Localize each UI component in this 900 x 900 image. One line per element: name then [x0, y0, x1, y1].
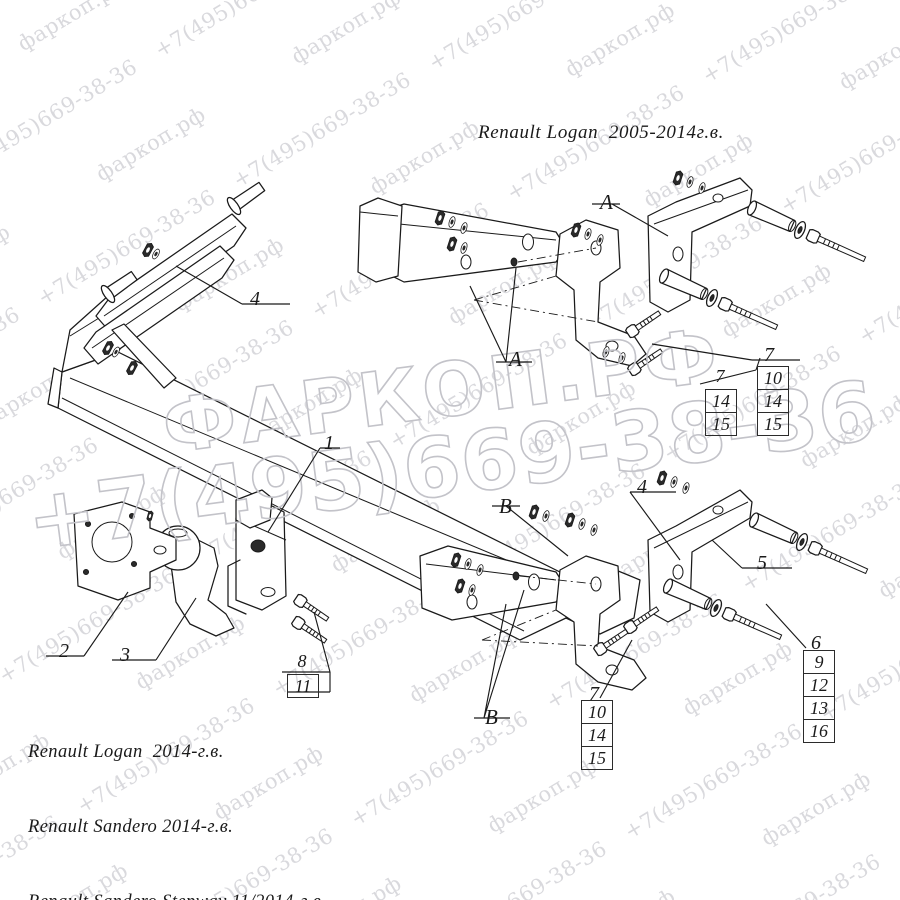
model-line-1: Renault Logan 2014-г.в. — [28, 742, 224, 762]
part-cell: 10 — [582, 700, 612, 723]
part-cell: 10 — [764, 367, 782, 388]
part-table-top-left: 14 15 — [705, 389, 737, 436]
lower-right-mounting-brackets — [290, 469, 870, 691]
model-line-2: Renault Sandero 2014-г.в. — [28, 817, 234, 837]
ball-mount-gusset — [227, 489, 273, 615]
part-cell: 15 — [758, 412, 788, 435]
upper-right-mounting-brackets — [357, 169, 868, 378]
callout-5: 5 — [757, 552, 767, 574]
tow-ball-assembly — [155, 503, 287, 637]
section-mark-a-top: A — [600, 190, 613, 214]
part-cell: 15 — [706, 412, 736, 435]
part-cell: 9 — [804, 650, 834, 673]
part-table-bottom-left: 11 — [287, 674, 319, 698]
part-cell: 14 — [582, 723, 612, 746]
part-cell: 12 — [804, 673, 834, 696]
section-mark-b-top: B — [499, 494, 512, 518]
part-table-top-right: 10 14 15 — [757, 366, 789, 436]
callout-7-top: 7 — [764, 344, 774, 366]
part-table-bottom-mid: 10 14 15 — [581, 700, 613, 770]
callout-4-left: 4 — [250, 288, 260, 310]
upper-left-support-bracket — [83, 181, 266, 389]
model-list: Renault Logan 2014-г.в. Renault Sandero … — [28, 690, 326, 900]
diagram-title: Renault Logan 2005-2014г.в. — [478, 122, 724, 143]
part-table-bottom-right: 9 12 13 16 — [803, 650, 835, 743]
electric-socket-mounting-plate — [73, 501, 177, 601]
part-cell: 15 — [582, 746, 612, 769]
part-cell: 16 — [804, 719, 834, 742]
table-head-8: 8 — [297, 651, 307, 671]
section-mark-b-bottom: B — [485, 705, 498, 729]
callout-2: 2 — [59, 640, 69, 662]
model-line-3: Renault Sandero Stepway 11/2014-г.в. — [28, 890, 326, 900]
part-cell: 13 — [804, 696, 834, 719]
table-head-7-top: 7 — [715, 366, 725, 386]
section-mark-a-bottom: A — [509, 347, 522, 371]
part-cell: 14 — [706, 389, 736, 412]
callout-1: 1 — [324, 432, 334, 454]
part-cell: 11 — [288, 674, 318, 697]
callout-4-right: 4 — [637, 476, 647, 498]
callout-3: 3 — [120, 644, 130, 666]
callout-7-bottom: 7 — [589, 683, 599, 705]
part-cell: 14 — [758, 389, 788, 412]
callout-6: 6 — [811, 632, 821, 654]
